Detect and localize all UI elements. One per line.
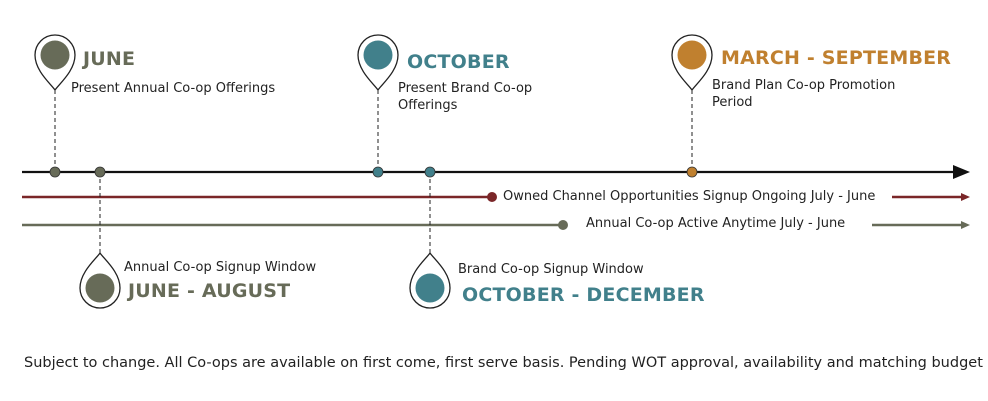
june-aug-title: JUNE - AUGUST <box>128 280 291 302</box>
october-map-pin-icon <box>357 34 399 92</box>
owned-channel-track-label: Owned Channel Opportunities Signup Ongoi… <box>503 189 876 204</box>
oct-dec-map-pin-icon <box>409 251 451 309</box>
june-axis-dot <box>49 166 61 178</box>
october-description-line2: Offerings <box>398 98 458 113</box>
june-map-pin-icon <box>34 34 76 92</box>
june-description: Present Annual Co-op Offerings <box>71 81 276 96</box>
march-sept-title: MARCH - SEPTEMBER <box>721 47 952 69</box>
main-timeline-arrowhead <box>953 165 970 179</box>
footer-disclaimer: Subject to change. All Co-ops are availa… <box>24 355 983 371</box>
annual-active-arrowhead <box>961 221 970 229</box>
owned-channel-marker-dot <box>487 192 497 202</box>
october-title: OCTOBER <box>407 51 510 73</box>
oct-dec-description: Brand Co-op Signup Window <box>458 262 644 277</box>
october-description-line1: Present Brand Co-op <box>398 81 533 96</box>
october-axis-dot <box>372 166 384 178</box>
june-aug-description: Annual Co-op Signup Window <box>124 260 317 275</box>
oct-dec-axis-dot <box>424 166 436 178</box>
annual-active-track-label: Annual Co-op Active Anytime July - June <box>586 216 846 231</box>
march-sept-description-line2: Period <box>712 95 753 110</box>
march-sept-description-line1: Brand Plan Co-op Promotion <box>712 78 896 93</box>
owned-channel-arrowhead <box>961 193 970 201</box>
june-aug-axis-dot <box>94 166 106 178</box>
march-sept-axis-dot <box>686 166 698 178</box>
june-title: JUNE <box>83 48 136 70</box>
june-aug-map-pin-icon <box>79 251 121 309</box>
oct-dec-title: OCTOBER - DECEMBER <box>462 284 705 306</box>
annual-active-marker-dot <box>558 220 568 230</box>
march-sept-map-pin-icon <box>671 34 713 92</box>
